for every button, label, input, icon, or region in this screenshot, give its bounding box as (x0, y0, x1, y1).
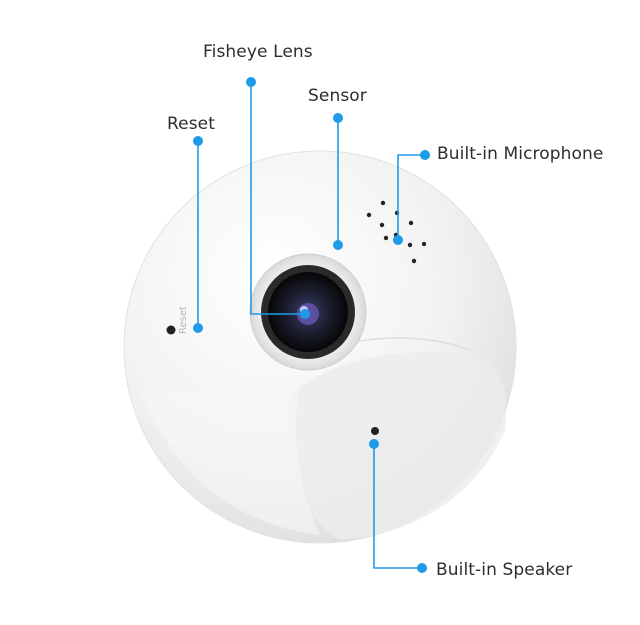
reset-hole (166, 325, 176, 335)
callout-dots (193, 77, 430, 573)
microphone-label: Built-in Microphone (437, 144, 604, 164)
sensor-label: Sensor (308, 86, 367, 106)
microphone-holes (366, 200, 427, 264)
callout-lines (197, 82, 425, 569)
speaker-dot-top (369, 439, 379, 449)
sensor-dot-end (333, 240, 343, 250)
fisheye-lens-label: Fisheye Lens (203, 42, 313, 62)
speaker-dot-label (417, 563, 427, 573)
microphone-dot-end (393, 235, 403, 245)
fisheye-leader (250, 82, 305, 315)
microphone-leader (397, 154, 425, 240)
fisheye-dot-top (246, 77, 256, 87)
sensor-dot-top (333, 113, 343, 123)
reset-dot-end (193, 323, 203, 333)
reset-label: Reset (167, 114, 215, 134)
speaker-label: Built-in Speaker (436, 560, 573, 580)
speaker-leader (373, 444, 422, 569)
microphone-dot-label (420, 150, 430, 160)
reset-dot-top (193, 136, 203, 146)
fisheye-dot-end (300, 309, 310, 319)
reset-printed-label: Reset (178, 306, 189, 334)
speaker-hole (371, 427, 379, 435)
